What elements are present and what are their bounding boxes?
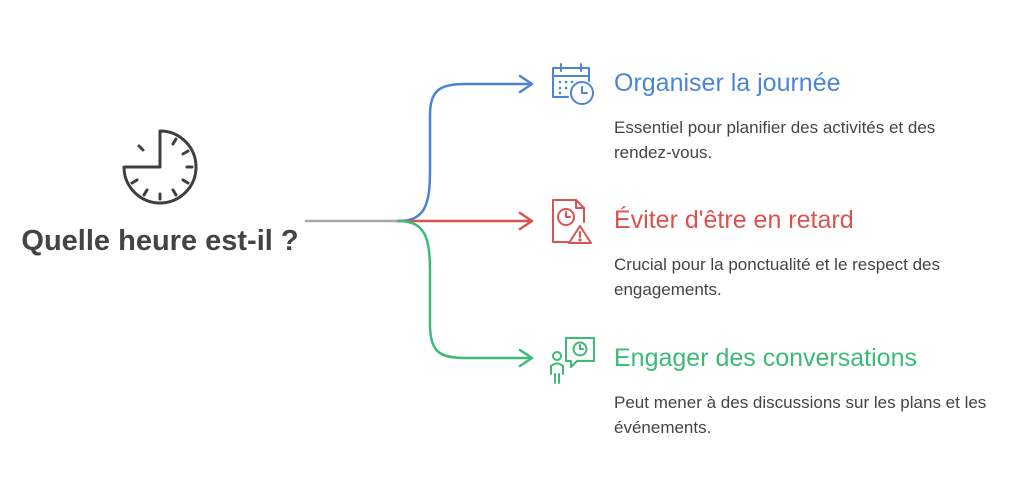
calendar-clock-icon (552, 63, 594, 105)
branch-title-eviter: Éviter d'être en retard (614, 206, 854, 234)
connector-green (396, 219, 532, 360)
arrowhead-blue (518, 74, 534, 94)
clock-icon (122, 129, 198, 205)
branch-description-organiser: Essentiel pour planifier des activités e… (614, 118, 936, 162)
main-title: Quelle heure est-il ? (21, 225, 299, 257)
branch-description-eviter: Crucial pour la ponctualité et le respec… (614, 255, 941, 299)
branch-description-engager: Peut mener à des discussions sur les pla… (614, 393, 987, 437)
arrowhead-green (518, 348, 534, 368)
clock-warning-icon (552, 199, 592, 244)
branch-title-organiser: Organiser la journée (614, 69, 841, 97)
arrowhead-red (518, 211, 534, 231)
connector-blue (396, 82, 532, 223)
branch-title-engager: Engager des conversations (614, 344, 917, 372)
person-chat-clock-icon (550, 337, 595, 384)
